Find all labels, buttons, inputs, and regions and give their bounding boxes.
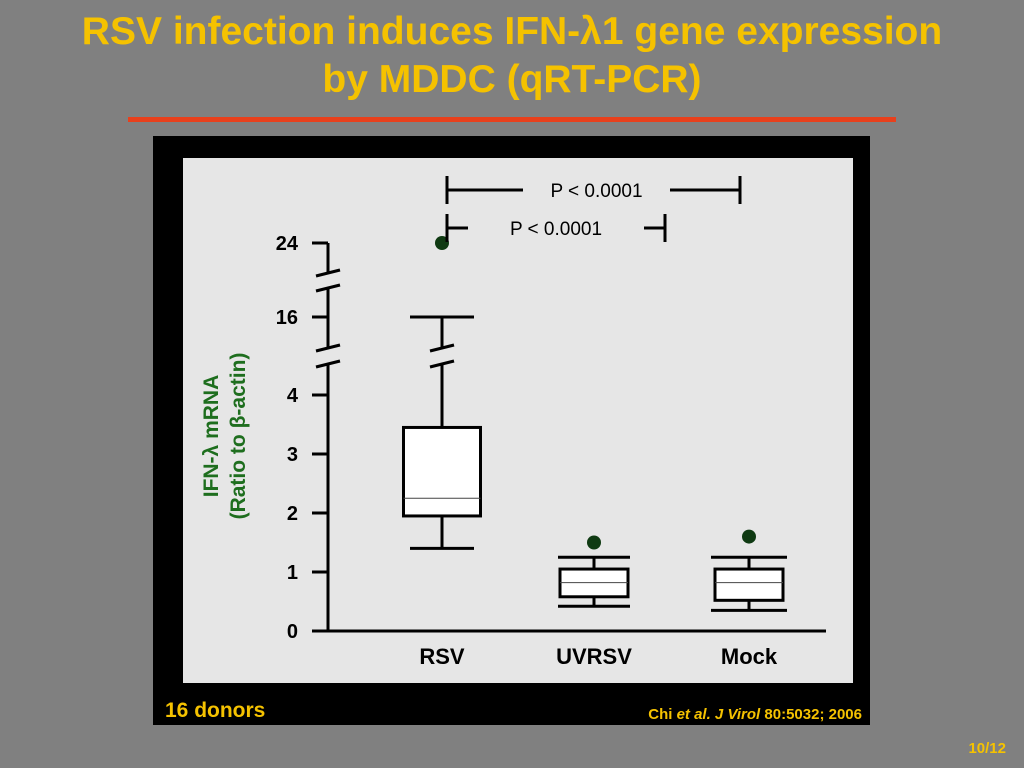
x-category-label: RSV bbox=[419, 644, 465, 669]
citation-journal: et al. J Virol bbox=[676, 706, 761, 723]
y-axis-label-line-2: (Ratio to β-actin) bbox=[227, 352, 250, 520]
y-tick-label: 16 bbox=[276, 307, 298, 329]
y-tick-label: 3 bbox=[287, 444, 298, 466]
page-number: 10/12 bbox=[968, 740, 1006, 757]
p-value-label: P < 0.0001 bbox=[510, 219, 602, 240]
outlier-point bbox=[587, 535, 601, 550]
donor-count: 16 donors bbox=[165, 699, 266, 722]
p-value-label: P < 0.0001 bbox=[550, 181, 642, 202]
whisker-break-mark bbox=[429, 343, 455, 353]
slide-title: RSV infection induces IFN-λ1 gene expres… bbox=[0, 8, 1024, 104]
title-line-2: by MDDC (qRT-PCR) bbox=[322, 58, 702, 101]
y-axis-break-mark bbox=[315, 268, 341, 278]
x-category-label: UVRSV bbox=[556, 644, 632, 669]
whisker-break-mark bbox=[429, 359, 455, 369]
iqr-box bbox=[402, 425, 482, 518]
y-tick-label: 24 bbox=[276, 233, 299, 255]
citation: Chi et al. J Virol 80:5032; 2006 bbox=[648, 706, 862, 723]
outlier-point bbox=[742, 529, 756, 544]
y-tick-label: 4 bbox=[287, 385, 299, 407]
y-axis-break-mark bbox=[315, 343, 341, 353]
y-axis-break-mark bbox=[315, 283, 341, 293]
y-axis-break-mark bbox=[315, 359, 341, 369]
title-underline bbox=[128, 117, 896, 122]
title-line-1: RSV infection induces IFN-λ1 gene expres… bbox=[81, 10, 943, 53]
citation-ref: 80:5032; 2006 bbox=[764, 706, 862, 723]
iqr-box bbox=[713, 567, 785, 602]
y-axis-label: IFN-λ mRNA (Ratio to β-actin) bbox=[198, 353, 252, 520]
citation-author: Chi bbox=[648, 706, 673, 723]
y-axis-label-line-1: IFN-λ mRNA bbox=[200, 374, 223, 498]
y-tick-label: 0 bbox=[287, 621, 298, 643]
y-tick-label: 1 bbox=[287, 562, 298, 584]
y-tick-label: 2 bbox=[287, 503, 298, 525]
x-category-label: Mock bbox=[721, 644, 778, 669]
